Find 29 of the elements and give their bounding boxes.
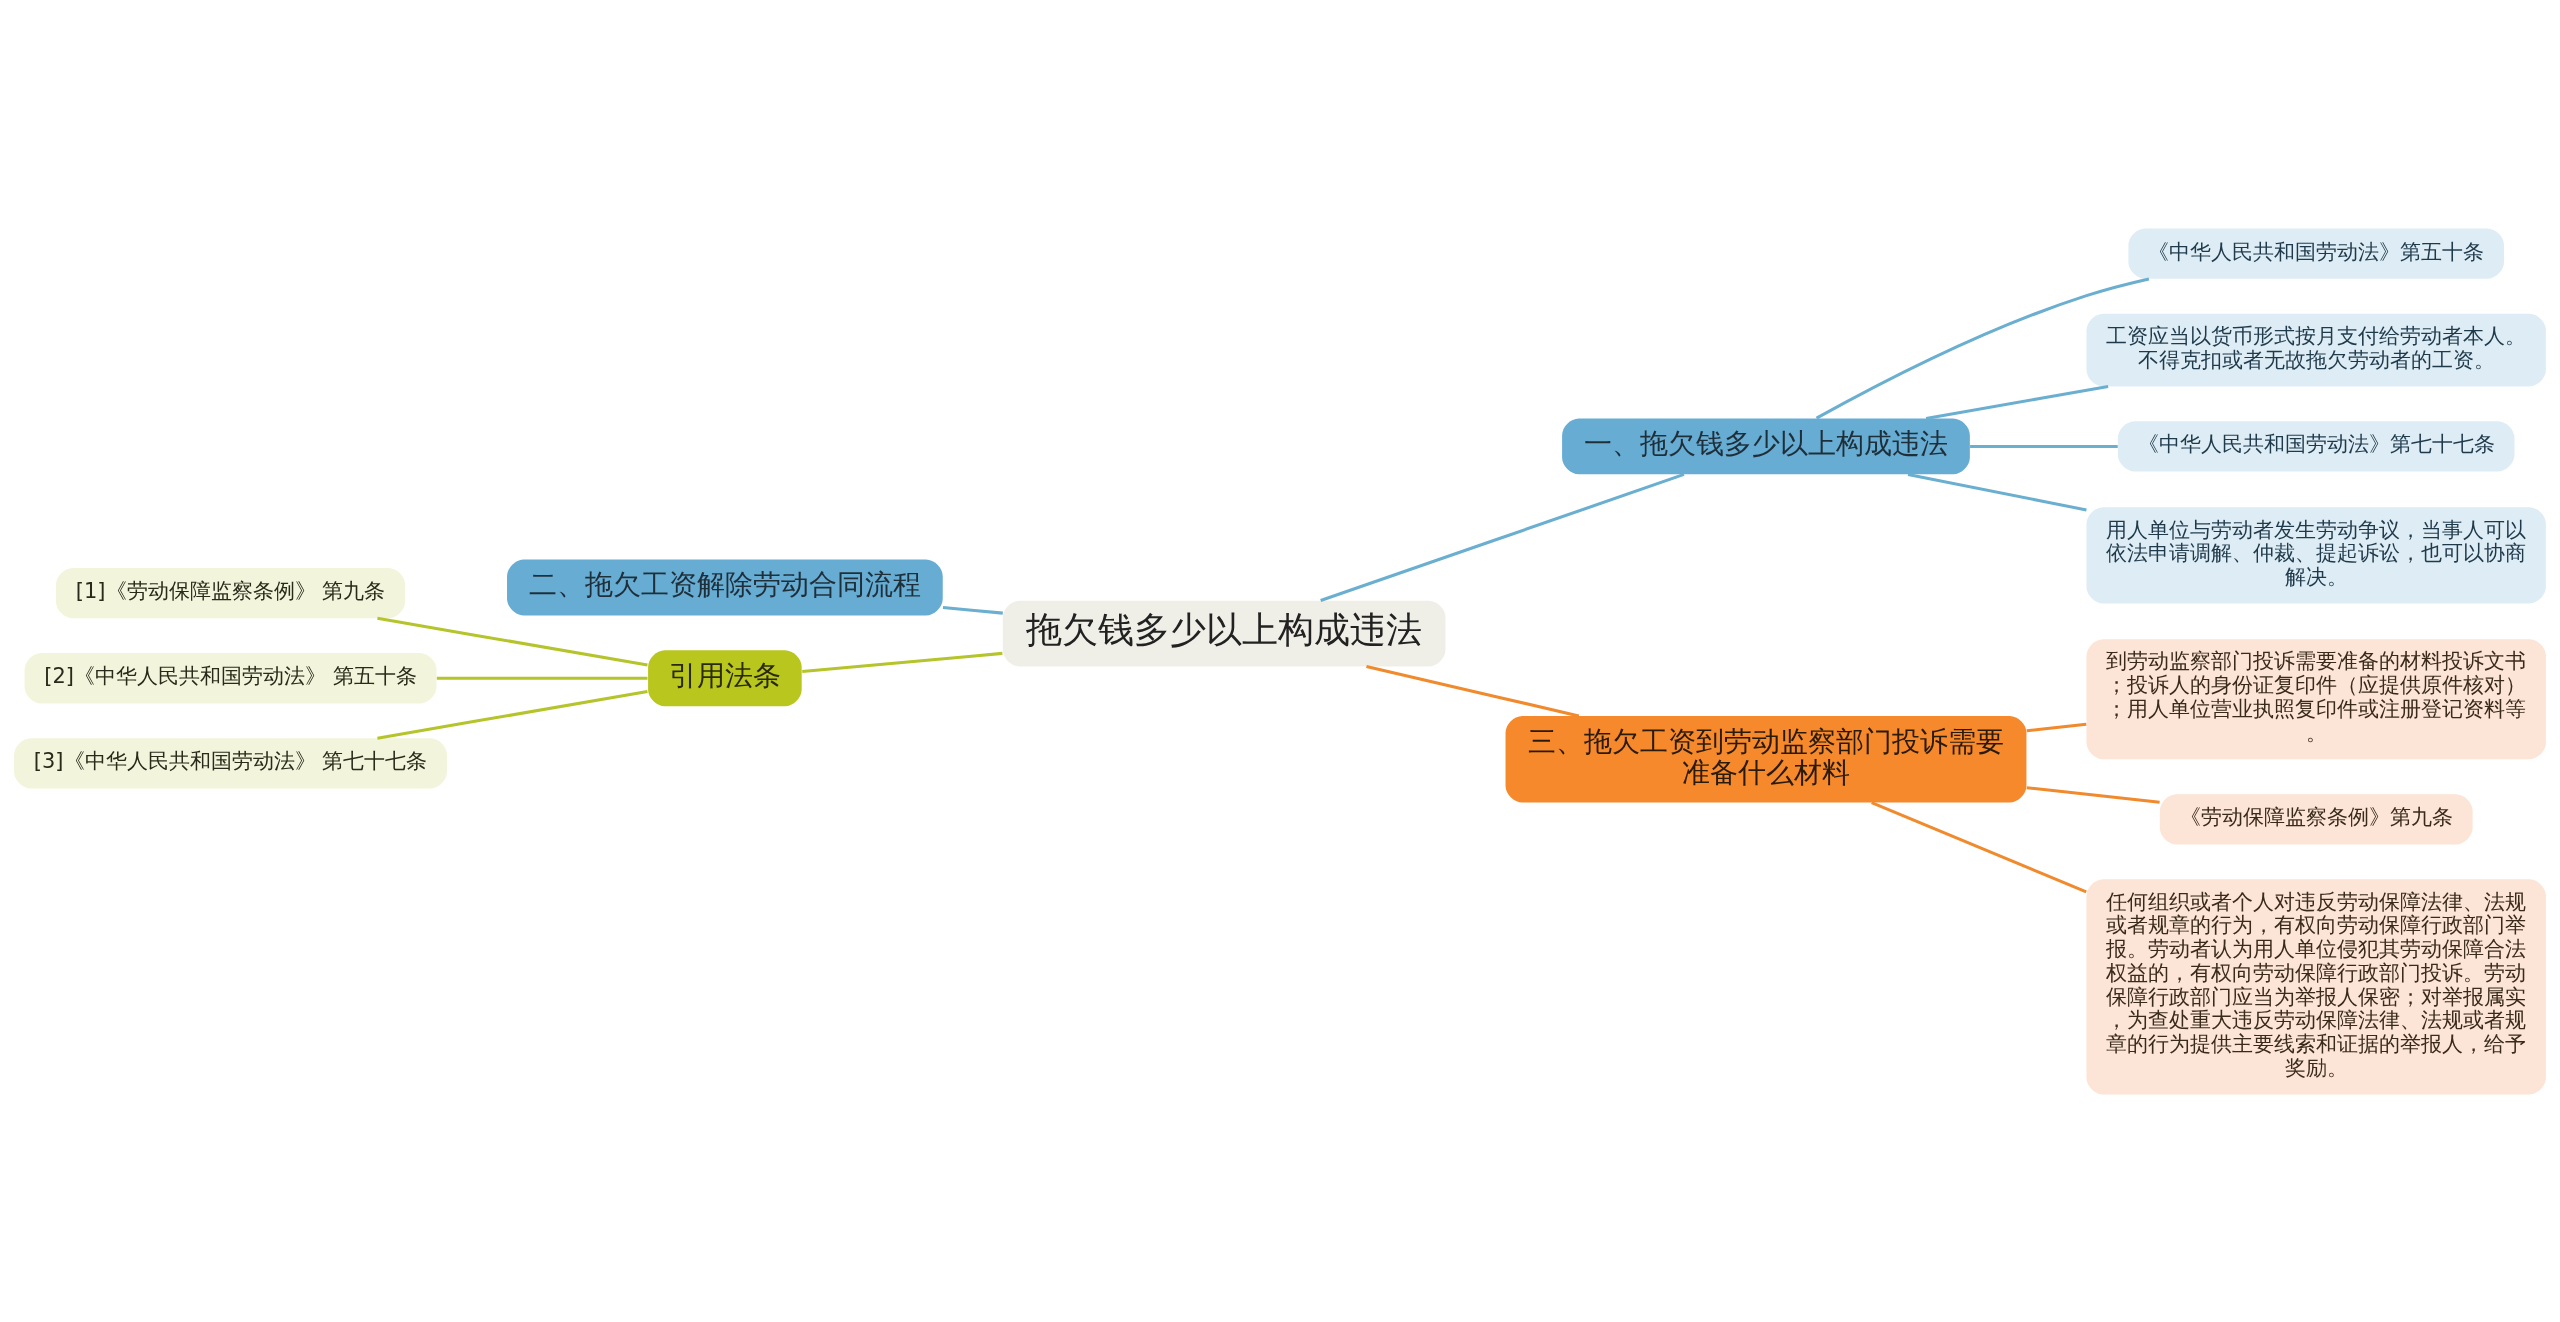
node-box: 二、拖欠工资解除劳动合同流程 bbox=[507, 559, 943, 615]
node-box: 拖欠钱多少以上构成违法 bbox=[1002, 600, 1446, 666]
node-box: [1]《劳动保障监察条例》 第九条 bbox=[55, 567, 406, 618]
node-box: 《劳动保障监察条例》第九条 bbox=[2159, 793, 2473, 844]
node-box: 引用法条 bbox=[648, 649, 802, 706]
node-box: 工资应当以货币形式按月支付给劳动者本人。不得克扣或者无故拖欠劳动者的工资。 bbox=[2086, 313, 2546, 386]
node-box: 一、拖欠钱多少以上构成违法 bbox=[1562, 418, 1970, 474]
connector bbox=[942, 605, 1003, 615]
node-box: 用人单位与劳动者发生劳动争议，当事人可以依法申请调解、仲裁、提起诉讼，也可以协商解决。 bbox=[2086, 506, 2546, 604]
node-box: [2]《中华人民共和国劳动法》 第五十条 bbox=[24, 652, 437, 703]
connector bbox=[1925, 384, 2109, 420]
node-box: 《中华人民共和国劳动法》第五十条 bbox=[2128, 228, 2505, 279]
node-box: 三、拖欠工资到劳动监察部门投诉需要准备什么材料 bbox=[1505, 715, 2027, 803]
connector bbox=[1320, 472, 1685, 602]
node-box: 《中华人民共和国劳动法》第七十七条 bbox=[2117, 420, 2515, 472]
connector bbox=[1907, 472, 2087, 511]
connector bbox=[2026, 785, 2160, 804]
connector bbox=[436, 676, 648, 680]
connector bbox=[1366, 664, 1580, 717]
node-box: [3]《中华人民共和国劳动法》 第七十七条 bbox=[14, 737, 447, 789]
connector bbox=[377, 689, 648, 740]
node-box: 到劳动监察部门投诉需要准备的材料投诉文书；投诉人的身份证复印件（应提供原件核对）；用人单位营业执照复印件或注册登记资料等。 bbox=[2086, 638, 2546, 759]
connector bbox=[802, 651, 1003, 673]
connector bbox=[2026, 722, 2087, 732]
connector bbox=[1871, 800, 2087, 893]
connector bbox=[1970, 444, 2118, 448]
connector bbox=[1815, 276, 2150, 420]
connector bbox=[377, 616, 648, 667]
node-box: 任何组织或者个人对违反劳动保障法律、法规或者规章的行为，有权向劳动保障行政部门举报。劳动者认为用人单位侵犯其劳动保障合法权益的，有权向劳动保障行政部门投诉。劳动保障行政部门应当为举报人保密；对举报属实，为查处重大违反劳动保障法律、法规或者规章的行为提供主要线索和证据的举报人，给予奖励。 bbox=[2086, 878, 2546, 1094]
